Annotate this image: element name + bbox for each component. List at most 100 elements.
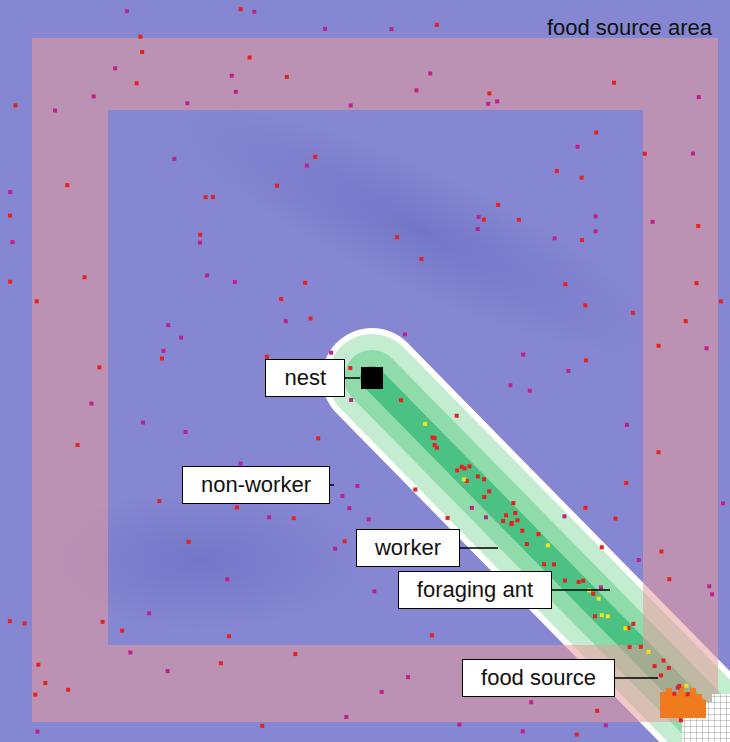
ant	[230, 74, 234, 78]
food-source-patch	[660, 686, 706, 718]
ant	[546, 543, 550, 547]
ant	[33, 693, 37, 697]
ant	[309, 317, 313, 321]
ant	[340, 494, 344, 498]
ant	[285, 75, 289, 79]
ant	[624, 481, 628, 485]
ant	[198, 241, 202, 245]
ant	[313, 155, 317, 159]
ant	[562, 514, 566, 518]
ant	[651, 220, 655, 224]
ant	[65, 183, 69, 187]
ant	[97, 365, 101, 369]
ant	[667, 666, 671, 670]
ant	[252, 10, 256, 14]
ant	[305, 164, 309, 168]
ant	[637, 558, 641, 562]
ant	[525, 542, 529, 546]
callout-text: foraging ant	[417, 577, 533, 602]
ant	[647, 650, 651, 654]
ant	[389, 27, 393, 31]
ant	[555, 169, 559, 173]
ant	[113, 66, 117, 70]
ant	[496, 203, 500, 207]
ant	[138, 35, 142, 39]
leader-line	[552, 589, 610, 591]
ant	[275, 184, 279, 188]
ant	[184, 430, 188, 434]
ant	[185, 101, 189, 105]
ant	[457, 723, 461, 727]
ant	[166, 323, 170, 327]
ant	[719, 299, 723, 303]
ant	[204, 195, 208, 199]
callout-text: worker	[375, 535, 441, 560]
ant	[510, 521, 514, 525]
ant	[521, 353, 525, 357]
ant	[179, 336, 183, 340]
ant	[219, 661, 223, 665]
ant	[697, 95, 701, 99]
ant	[92, 94, 96, 98]
ant	[580, 238, 584, 242]
callout-box: non-worker	[182, 466, 330, 504]
ant	[639, 645, 643, 649]
ant	[8, 190, 12, 194]
ant	[380, 690, 384, 694]
ant	[128, 650, 132, 654]
ant	[395, 235, 399, 239]
ant	[614, 517, 618, 521]
ant	[594, 229, 598, 233]
ant	[8, 619, 12, 623]
ant	[205, 274, 209, 278]
area-label: food source area	[547, 12, 712, 44]
ant	[677, 684, 681, 688]
ant	[552, 562, 556, 566]
ant	[225, 577, 229, 581]
ant	[705, 346, 709, 350]
ant	[685, 684, 689, 688]
ant	[657, 450, 661, 454]
ant	[600, 545, 604, 549]
callout-box: nest	[265, 359, 345, 397]
ant	[419, 257, 423, 261]
ant	[333, 547, 337, 551]
ant	[399, 398, 403, 402]
ant	[160, 356, 164, 360]
ant	[563, 282, 567, 286]
ant	[101, 620, 105, 624]
ant	[406, 675, 410, 679]
ant	[413, 488, 417, 492]
ant	[430, 436, 434, 440]
ant	[343, 539, 347, 543]
ant	[89, 402, 93, 406]
ant	[43, 681, 47, 685]
food-source-band	[32, 38, 718, 722]
ant	[267, 515, 271, 519]
ant	[536, 532, 540, 536]
ant	[501, 519, 505, 523]
ant	[659, 549, 663, 553]
ant	[372, 589, 376, 593]
ant	[120, 629, 124, 633]
ant	[303, 281, 307, 285]
ant	[455, 414, 459, 418]
ant	[141, 420, 145, 424]
ant	[495, 99, 499, 103]
ant	[604, 723, 608, 727]
ant	[594, 130, 598, 134]
ground-shade	[159, 66, 681, 395]
ant	[470, 506, 474, 510]
ant	[23, 621, 27, 625]
ant	[593, 614, 597, 618]
ant	[566, 369, 570, 373]
leader-line	[460, 547, 498, 549]
callout-box: foraging ant	[398, 571, 552, 609]
ant	[35, 299, 39, 303]
ant	[140, 50, 144, 54]
ant	[347, 506, 351, 510]
ant	[623, 626, 627, 630]
ant	[695, 281, 699, 285]
